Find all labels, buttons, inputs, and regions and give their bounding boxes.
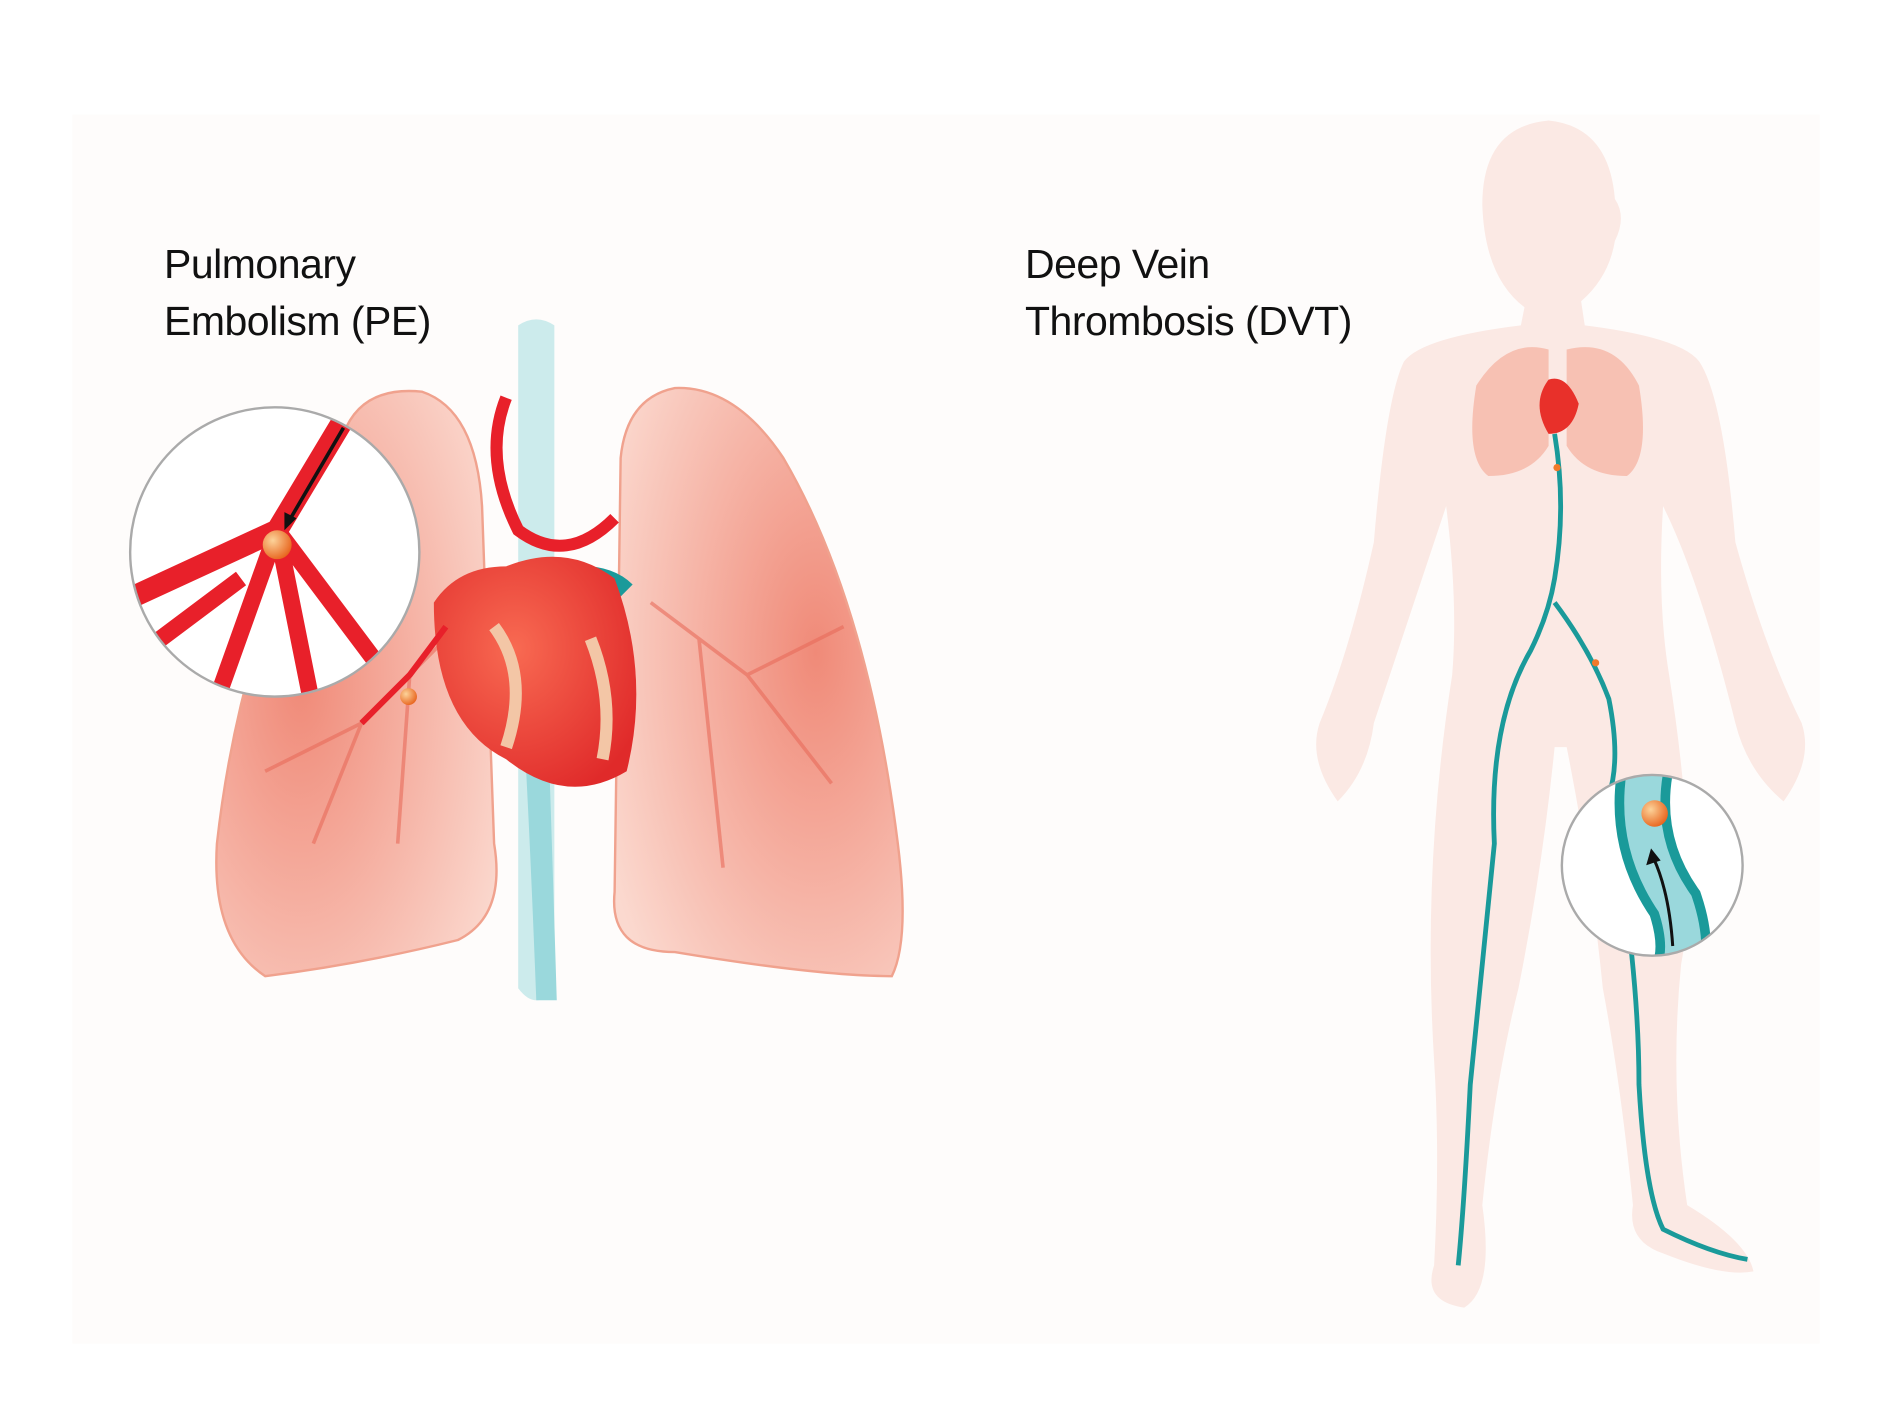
left-lung	[612, 386, 904, 978]
vein-path	[1455, 433, 1564, 1266]
heart	[433, 556, 637, 787]
body-silhouette-illustration	[1316, 120, 1806, 1308]
pe-title-line2: Embolism (PE)	[164, 298, 431, 344]
aorta-descending	[524, 735, 557, 1001]
lungs-heart-illustration	[215, 319, 904, 1001]
clot-icon	[400, 688, 417, 705]
pe-title-line1: Pulmonary	[164, 241, 356, 287]
dvt-title-line2: Thrombosis (DVT)	[1025, 298, 1352, 344]
clot-icon	[262, 530, 292, 560]
clot-icon	[1641, 800, 1668, 827]
dvt-zoom-circle	[1560, 773, 1744, 957]
pe-zoom-circle	[128, 406, 421, 698]
dvt-title-line1: Deep Vein	[1025, 241, 1210, 287]
pe-title: Pulmonary Embolism (PE)	[164, 236, 431, 350]
dvt-title: Deep Vein Thrombosis (DVT)	[1025, 236, 1352, 350]
human-body	[1316, 120, 1806, 1308]
